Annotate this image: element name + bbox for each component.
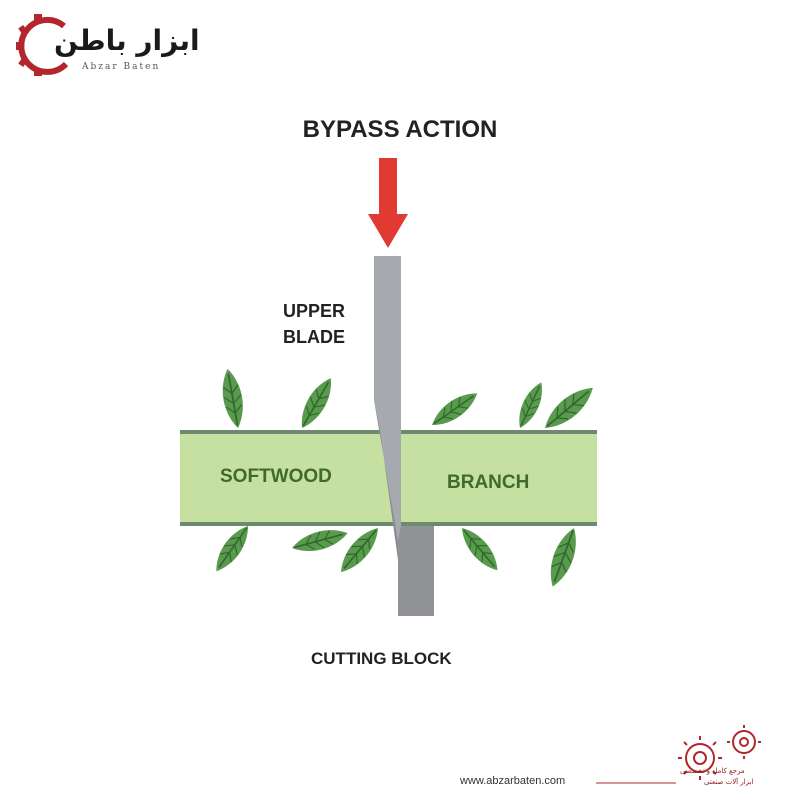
upper-blade-label: UPPER BLADE	[283, 298, 345, 350]
cutting-block	[398, 526, 434, 616]
brand-tagline-1: مرجع کامل و تخصصی	[680, 767, 745, 775]
leaf	[454, 521, 505, 577]
leaf	[333, 521, 386, 579]
leaf	[288, 523, 351, 558]
brand-tagline-2: ابزار آلات صنعتی	[704, 778, 754, 786]
leaf	[542, 523, 585, 591]
cutting-block-label: CUTTING BLOCK	[311, 649, 452, 668]
leaf	[512, 378, 550, 433]
brand-name-latin: Abzar Baten	[82, 62, 161, 72]
diagram-title: BYPASS ACTION	[302, 116, 498, 143]
leaf	[426, 385, 483, 433]
website-url: www.abzarbaten.com	[460, 775, 566, 787]
upper-blade-label-line2: BLADE	[283, 327, 345, 347]
leaves-top	[217, 366, 600, 437]
down-arrow-icon	[368, 158, 408, 248]
upper-blade	[374, 256, 401, 560]
brand-name: ابزار باطن	[54, 24, 200, 57]
gear-icon	[16, 14, 69, 76]
brand-logo: ابزار باطن Abzar Baten	[14, 12, 200, 80]
upper-blade-label-line1: UPPER	[283, 301, 346, 321]
leaf	[537, 379, 600, 437]
branch-label: BRANCH	[447, 472, 530, 493]
softwood-label: SOFTWOOD	[220, 466, 332, 487]
leaf	[217, 366, 249, 431]
leaf	[293, 372, 340, 434]
leaf	[208, 520, 256, 577]
gears-icon	[678, 725, 761, 780]
